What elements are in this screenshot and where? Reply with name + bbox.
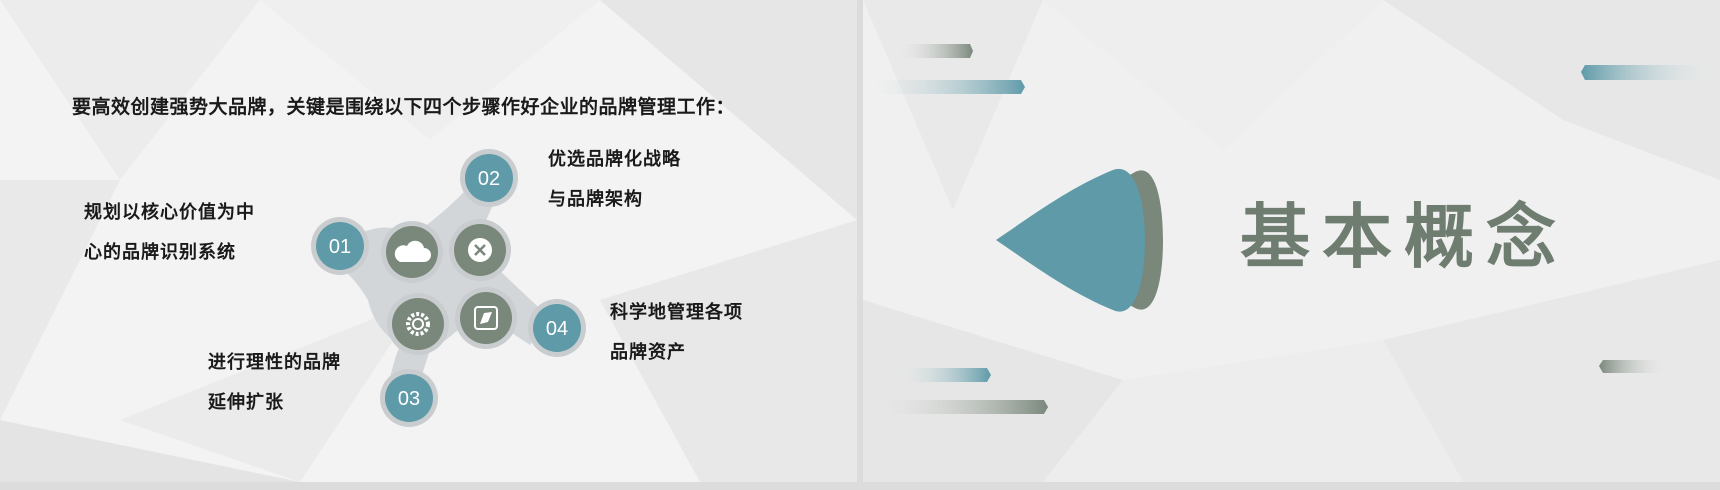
decorative-stripe-bottom-right (1599, 360, 1670, 373)
background-polygons (863, 0, 1720, 482)
step-03-text: 进行理性的品牌 延伸扩张 (208, 343, 341, 423)
step-02-line-1: 优选品牌化战略 (548, 149, 681, 170)
slide-right[interactable]: 基本概念 (863, 0, 1720, 482)
decorative-stripe-bottom-1 (893, 368, 991, 382)
play-arrow-icon (996, 168, 1163, 312)
connector-shape (330, 174, 550, 405)
step-04-line-2: 品牌资产 (610, 342, 686, 363)
intro-text: 要高效创建强势大品牌，关键是围绕以下四个步骤作好企业的品牌管理工作： (72, 96, 736, 118)
decorative-stripe-top-1 (893, 44, 973, 58)
svg-text:04: 04 (546, 318, 568, 340)
decorative-stripe-top-2 (863, 80, 1025, 94)
background-polygons (0, 0, 857, 482)
decorative-stripe-top-right (1581, 65, 1720, 80)
gear-icon (387, 293, 449, 355)
step-01-text: 规划以核心价值为中 心的品牌识别系统 (84, 193, 255, 273)
svg-text:03: 03 (398, 388, 420, 410)
step-02-text: 优选品牌化战略 与品牌架构 (548, 140, 681, 220)
step-node-03: 03 (380, 369, 438, 427)
step-02-line-2: 与品牌架构 (548, 189, 643, 210)
step-node-04: 04 (528, 299, 586, 357)
step-03-line-1: 进行理性的品牌 (208, 352, 341, 373)
step-01-line-1: 规划以核心价值为中 (84, 202, 255, 223)
step-03-line-2: 延伸扩张 (208, 392, 284, 413)
process-diagram: 01 02 03 04 (311, 149, 586, 427)
close-circle-icon (449, 219, 511, 281)
decorations (863, 44, 1720, 414)
slide-title: 基本概念 (1240, 196, 1568, 278)
step-04-text: 科学地管理各项 品牌资产 (610, 293, 743, 373)
decorative-stripe-bottom-2 (863, 400, 1048, 414)
step-01-line-2: 心的品牌识别系统 (84, 242, 236, 263)
slide-left[interactable]: 要高效创建强势大品牌，关键是围绕以下四个步骤作好企业的品牌管理工作： 01 02… (0, 0, 857, 482)
compass-icon (455, 287, 517, 349)
step-04-line-1: 科学地管理各项 (610, 302, 743, 323)
svg-text:01: 01 (329, 236, 351, 258)
step-node-02: 02 (460, 149, 518, 207)
step-node-01: 01 (311, 217, 369, 275)
svg-text:02: 02 (478, 168, 500, 190)
cloud-icon (381, 221, 443, 283)
